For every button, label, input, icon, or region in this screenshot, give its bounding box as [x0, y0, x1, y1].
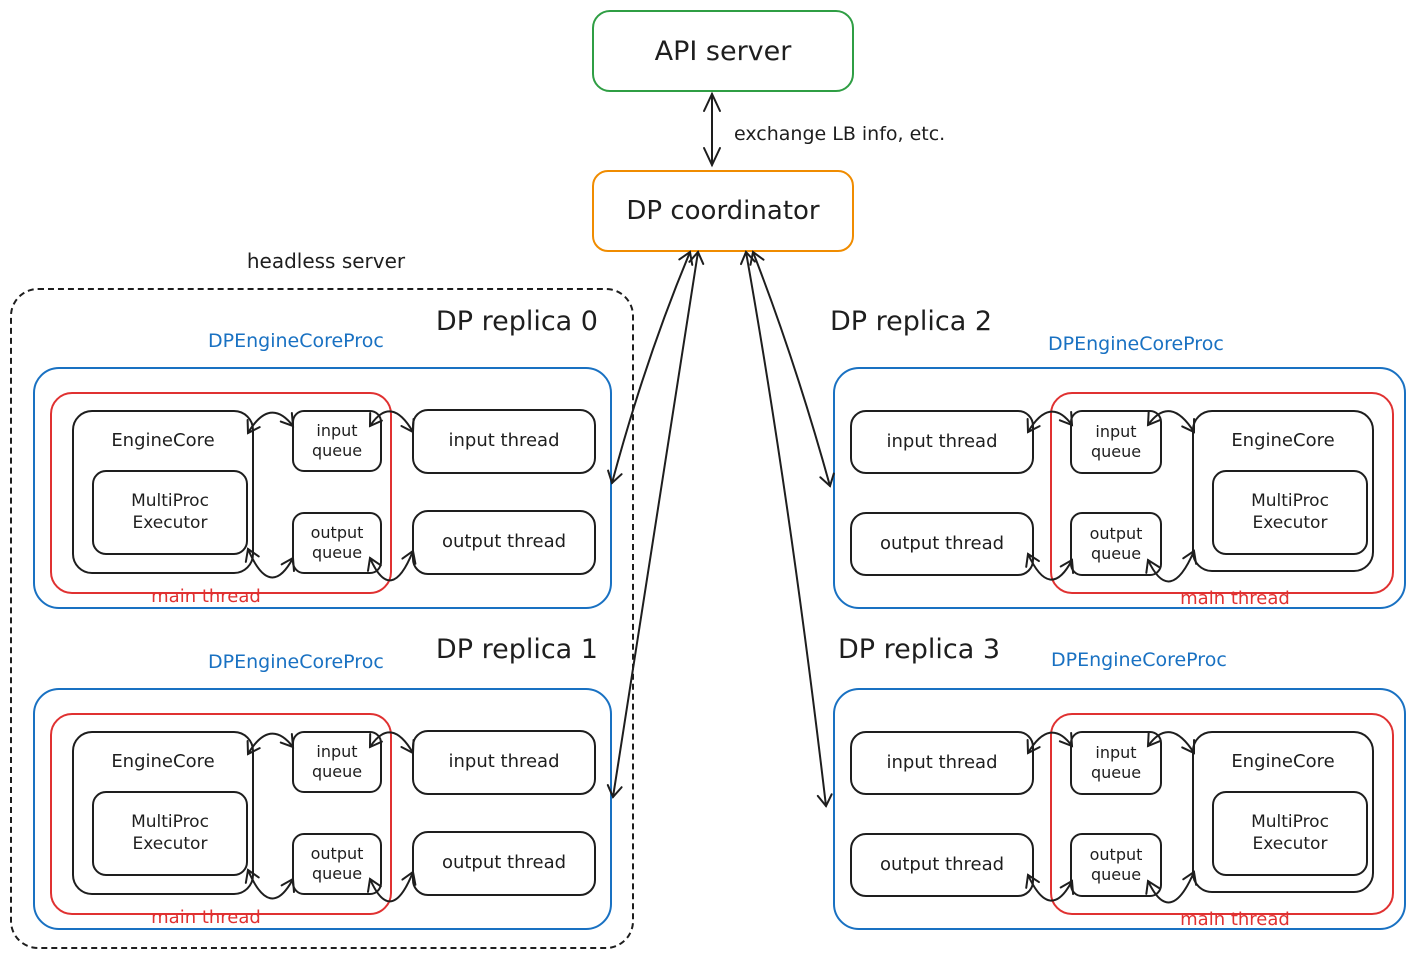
output-thread-label: output thread — [441, 531, 567, 553]
engine-core-box: EngineCore MultiProc Executor — [72, 731, 254, 895]
replica-2-proc-label: DPEngineCoreProc — [1048, 333, 1224, 355]
input-queue-box: input queue — [1070, 731, 1162, 795]
engine-core-label: EngineCore — [111, 430, 215, 451]
multiproc-executor-label: MultiProc Executor — [1251, 812, 1329, 854]
dp-replica-1: EngineCore MultiProc Executor input queu… — [33, 688, 612, 930]
engine-core-box: EngineCore MultiProc Executor — [1192, 410, 1374, 572]
dp-replica-3: input thread output thread input queue o… — [833, 688, 1406, 930]
main-thread-label: main thread — [151, 907, 261, 928]
output-queue-box: output queue — [1070, 833, 1162, 897]
api-server-box: API server — [592, 10, 854, 92]
output-queue-label: output queue — [1089, 845, 1143, 884]
arrow-coordinator-replica-2 — [749, 250, 835, 488]
dp-engine-core-proc-box — [833, 367, 1406, 609]
input-thread-label: input thread — [448, 751, 560, 773]
replica-0-proc-label: DPEngineCoreProc — [208, 330, 384, 352]
arrow-coordinator-replica-3 — [740, 250, 833, 808]
dp-coordinator-box: DP coordinator — [592, 170, 854, 252]
input-thread-box: input thread — [412, 730, 596, 795]
engine-core-box: EngineCore MultiProc Executor — [72, 410, 254, 574]
output-thread-box: output thread — [412, 831, 596, 896]
input-thread-box: input thread — [850, 410, 1034, 474]
input-thread-box: input thread — [850, 731, 1034, 795]
replica-3-proc-label: DPEngineCoreProc — [1051, 649, 1227, 671]
output-queue-label: output queue — [310, 844, 364, 883]
engine-core-label: EngineCore — [1231, 430, 1335, 451]
input-thread-label: input thread — [448, 430, 560, 452]
engine-core-label: EngineCore — [111, 751, 215, 772]
input-queue-label: input queue — [1090, 422, 1142, 461]
replica-1-title: DP replica 1 — [435, 634, 598, 665]
replica-2-title: DP replica 2 — [830, 306, 993, 337]
multiproc-executor-box: MultiProc Executor — [92, 791, 248, 876]
output-thread-box: output thread — [412, 510, 596, 575]
main-thread-label: main thread — [1180, 909, 1290, 930]
input-queue-box: input queue — [292, 410, 382, 472]
multiproc-executor-label: MultiProc Executor — [131, 812, 209, 854]
output-thread-label: output thread — [879, 532, 1005, 554]
output-thread-box: output thread — [850, 833, 1034, 897]
api-server-label: API server — [654, 35, 792, 67]
input-queue-box: input queue — [292, 731, 382, 793]
output-thread-box: output thread — [850, 512, 1034, 576]
input-thread-label: input thread — [886, 751, 998, 773]
main-thread-label: main thread — [151, 586, 261, 607]
input-queue-label: input queue — [311, 421, 363, 460]
output-thread-label: output thread — [879, 853, 1005, 875]
output-queue-box: output queue — [292, 833, 382, 895]
input-queue-label: input queue — [311, 742, 363, 781]
multiproc-executor-label: MultiProc Executor — [131, 491, 209, 533]
headless-server-label: headless server — [246, 249, 406, 273]
dp-replica-0: EngineCore MultiProc Executor input queu… — [33, 367, 612, 609]
output-queue-label: output queue — [1089, 524, 1143, 563]
multiproc-executor-box: MultiProc Executor — [1212, 791, 1368, 876]
main-thread-box — [50, 713, 392, 915]
engine-core-box: EngineCore MultiProc Executor — [1192, 731, 1374, 893]
engine-core-label: EngineCore — [1231, 751, 1335, 772]
output-queue-box: output queue — [292, 512, 382, 574]
main-thread-box — [1050, 392, 1394, 594]
exchange-lb-info-label: exchange LB info, etc. — [734, 123, 946, 145]
dp-engine-core-proc-box — [833, 688, 1406, 930]
output-queue-label: output queue — [310, 523, 364, 562]
main-thread-label: main thread — [1180, 588, 1290, 609]
input-queue-label: input queue — [1090, 743, 1142, 782]
multiproc-executor-box: MultiProc Executor — [92, 470, 248, 555]
replica-0-title: DP replica 0 — [435, 306, 598, 337]
dp-replica-2: input thread output thread input queue o… — [833, 367, 1406, 609]
multiproc-executor-box: MultiProc Executor — [1212, 470, 1368, 555]
dp-coordinator-label: DP coordinator — [626, 196, 820, 226]
replica-3-title: DP replica 3 — [838, 634, 1001, 665]
input-thread-label: input thread — [886, 430, 998, 452]
input-thread-box: input thread — [412, 409, 596, 474]
replica-1-proc-label: DPEngineCoreProc — [208, 651, 384, 673]
multiproc-executor-label: MultiProc Executor — [1251, 491, 1329, 533]
main-thread-box — [50, 392, 392, 594]
main-thread-box — [1050, 713, 1394, 915]
dp-engine-core-proc-box — [33, 688, 612, 930]
input-queue-box: input queue — [1070, 410, 1162, 474]
output-thread-label: output thread — [441, 852, 567, 874]
output-queue-box: output queue — [1070, 512, 1162, 576]
